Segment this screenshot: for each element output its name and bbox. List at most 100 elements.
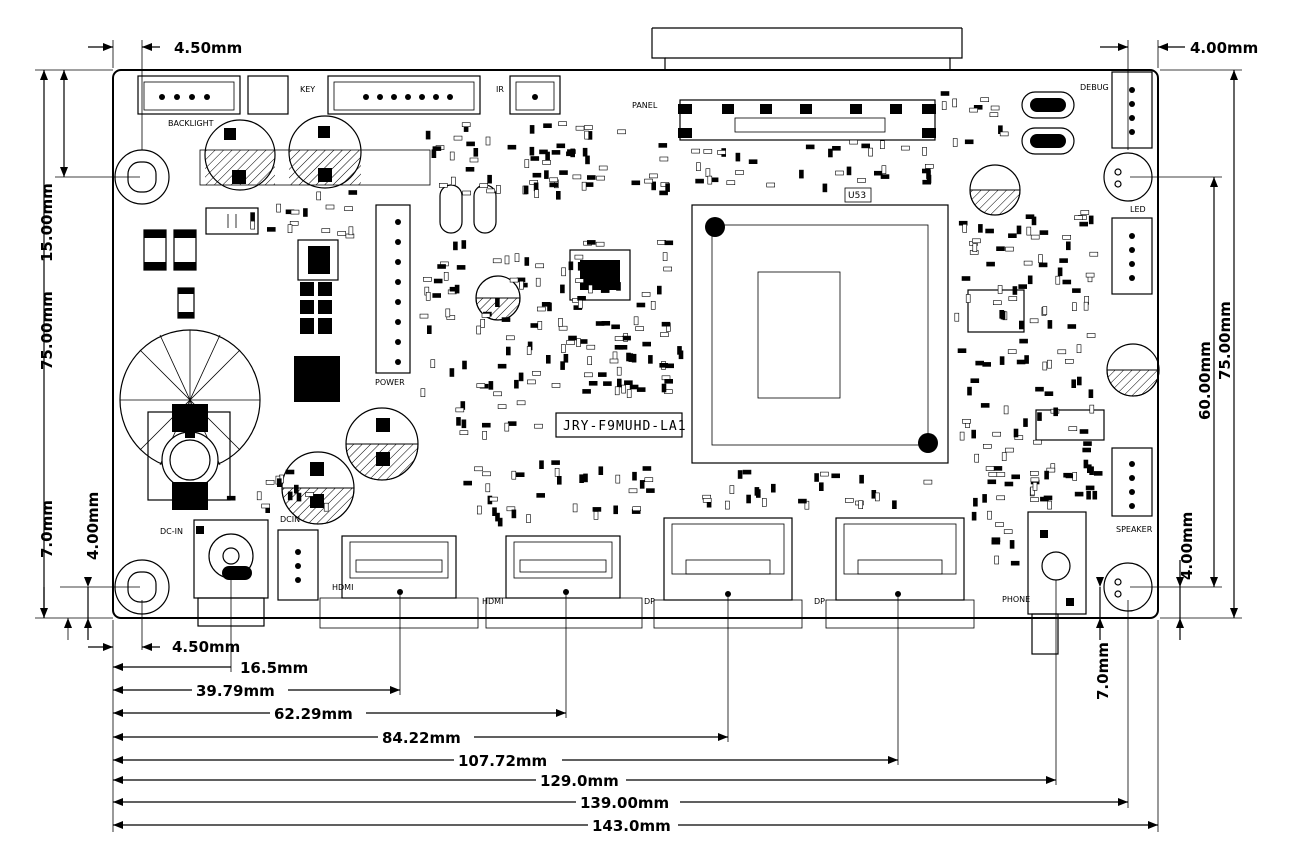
- smd-pad: [473, 148, 479, 157]
- smd-pad: [665, 183, 670, 192]
- smd-pad: [1083, 459, 1089, 469]
- smd-pad: [461, 122, 471, 127]
- smd-pad: [432, 293, 442, 298]
- smd-pad: [861, 143, 871, 149]
- smd-pad: [555, 191, 561, 200]
- smd-pad: [1037, 412, 1042, 421]
- smd-pad: [1053, 407, 1058, 417]
- smd-pad: [290, 209, 300, 215]
- smd-pad: [566, 340, 575, 345]
- smd-pad: [987, 479, 997, 485]
- smd-pad: [1042, 361, 1048, 371]
- smd-pad: [323, 502, 329, 512]
- smd-pad: [990, 105, 1000, 111]
- smd-pad: [754, 487, 760, 496]
- smd-pad: [678, 350, 684, 360]
- smd-pad: [481, 313, 491, 318]
- capacitor-right-mid: [1106, 343, 1160, 397]
- smd-pad: [1027, 275, 1033, 285]
- smd-pad: [433, 278, 443, 284]
- smd-pad: [631, 180, 641, 186]
- smd-pad: [980, 403, 990, 408]
- smd-pad: [1008, 296, 1018, 301]
- smd-pad: [1031, 216, 1037, 226]
- smd-pad: [658, 143, 668, 148]
- smd-pad: [1087, 464, 1092, 474]
- power-label: POWER: [375, 378, 405, 387]
- smd-pad: [820, 471, 829, 477]
- dim-right-hole: 139.00mm: [580, 794, 669, 812]
- smd-pad: [545, 151, 550, 161]
- smd-pad: [602, 263, 612, 269]
- smd-pad: [526, 346, 532, 355]
- smd-pad: [1030, 234, 1040, 240]
- smd-pad: [970, 378, 980, 384]
- dp-1-connector: DP: [644, 517, 803, 629]
- smd-pad: [485, 483, 491, 493]
- dp-1-label: DP: [644, 597, 655, 606]
- smd-pad: [989, 112, 999, 117]
- smd-pad: [1035, 386, 1044, 392]
- smd-pad: [1076, 344, 1082, 354]
- smd-pad: [492, 507, 497, 517]
- smd-pad: [515, 472, 525, 478]
- smd-pad: [648, 355, 653, 364]
- smd-pad: [560, 361, 565, 370]
- smd-pad: [761, 498, 767, 507]
- smd-pad: [964, 139, 974, 145]
- smd-pad: [635, 326, 644, 331]
- smd-pad: [574, 254, 584, 260]
- smd-pad: [695, 178, 704, 184]
- smd-pad: [971, 511, 977, 521]
- smd-pad: [495, 298, 500, 308]
- smd-pad: [923, 479, 933, 485]
- ir-label: IR: [496, 85, 504, 94]
- smd-pad: [664, 378, 674, 384]
- smd-pad: [419, 313, 429, 319]
- smd-pad: [1029, 318, 1039, 324]
- smd-pad: [766, 182, 776, 188]
- smd-pad: [1007, 349, 1017, 354]
- smd-pad: [534, 189, 539, 198]
- smd-pad: [997, 285, 1003, 294]
- dp-2-label: DP: [814, 597, 825, 606]
- smd-pad: [321, 228, 331, 233]
- smd-pad: [615, 474, 621, 484]
- smd-pad: [1079, 221, 1088, 227]
- smd-pad: [614, 386, 620, 396]
- smd-pad: [1023, 260, 1033, 266]
- smd-pad: [489, 496, 498, 502]
- smd-pad: [705, 168, 711, 177]
- smd-pad: [612, 351, 618, 361]
- smd-pad: [650, 300, 656, 310]
- smd-pad: [1072, 472, 1077, 481]
- inductor-ll1: [119, 329, 261, 510]
- dcin-connector: DCIN: [277, 515, 319, 601]
- smd-pad: [596, 175, 605, 181]
- smd-pad: [1033, 439, 1042, 445]
- smd-pad: [972, 238, 981, 244]
- smd-pad: [1080, 210, 1090, 215]
- smd-pad: [857, 178, 866, 183]
- smd-pad: [1010, 560, 1020, 566]
- smd-pad: [616, 366, 622, 376]
- smd-pad: [585, 155, 590, 165]
- smd-pad: [423, 276, 432, 282]
- smd-pad: [1092, 490, 1098, 500]
- smd-pad: [661, 321, 671, 327]
- smd-pad: [560, 284, 565, 294]
- smd-pad: [541, 301, 551, 307]
- smd-pad: [293, 484, 299, 494]
- smd-pad: [961, 276, 971, 281]
- smd-pad: [646, 488, 655, 493]
- board-model: JRY-F9MUHD-LA1: [563, 419, 687, 434]
- smd-pad: [563, 353, 569, 363]
- smd-pad: [449, 151, 455, 161]
- smd-pad: [818, 482, 824, 492]
- smd-pad: [575, 125, 585, 131]
- smd-pad: [523, 185, 529, 195]
- smd-pad: [874, 492, 880, 502]
- smd-pad: [256, 491, 262, 501]
- smd-pad: [568, 261, 574, 271]
- smd-pad: [1083, 301, 1089, 311]
